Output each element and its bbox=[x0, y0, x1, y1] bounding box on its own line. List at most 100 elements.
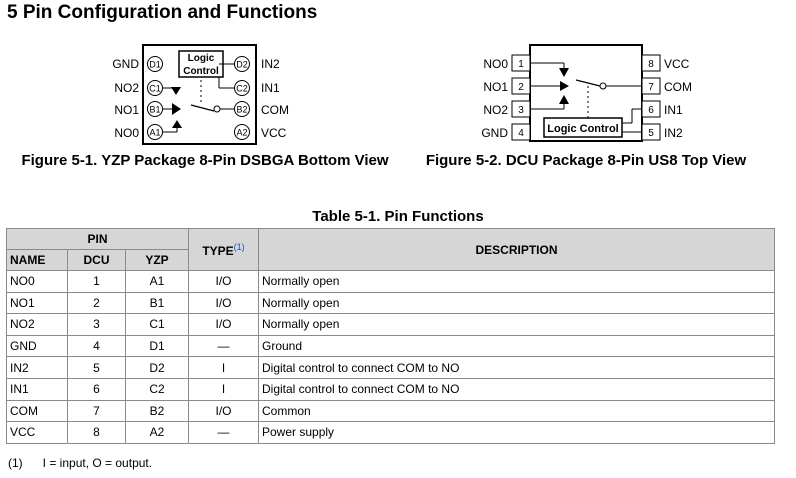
svg-text:NO0: NO0 bbox=[114, 126, 139, 140]
pin-description: Normally open bbox=[258, 291, 775, 315]
right-pin-in2: D2 IN2 bbox=[234, 56, 280, 72]
svg-text:IN2: IN2 bbox=[261, 57, 280, 71]
pin-name: GND bbox=[6, 334, 68, 358]
svg-text:6: 6 bbox=[648, 105, 654, 116]
switch-symbol bbox=[163, 63, 234, 133]
pin-name: NO1 bbox=[6, 291, 68, 315]
right-pin-7: 7 COM bbox=[641, 77, 692, 95]
svg-text:7: 7 bbox=[648, 82, 654, 93]
svg-text:8: 8 bbox=[648, 59, 654, 70]
logic-control-label: Logic Control bbox=[547, 123, 619, 135]
left-pin-no2: NO2 C1 bbox=[114, 80, 163, 96]
yzp-pin: D1 bbox=[125, 334, 189, 358]
svg-text:GND: GND bbox=[112, 57, 139, 71]
pin-type: I bbox=[188, 377, 259, 401]
svg-text:IN1: IN1 bbox=[261, 81, 280, 95]
pin-name: COM bbox=[6, 399, 68, 423]
svg-text:5: 5 bbox=[648, 128, 654, 139]
yzp-pin: A1 bbox=[125, 270, 189, 293]
right-pin-6: 6 IN1 bbox=[641, 100, 683, 118]
svg-text:GND: GND bbox=[481, 126, 508, 140]
svg-text:VCC: VCC bbox=[261, 126, 287, 140]
dcu-pin: 5 bbox=[67, 356, 126, 379]
pin-group-header: PIN bbox=[6, 228, 189, 250]
svg-text:NO1: NO1 bbox=[114, 103, 139, 117]
yzp-pinout-diagram: Logic Control GND D1 NO2 C1 NO1 B1 NO0 A… bbox=[112, 44, 289, 145]
pin-description: Ground bbox=[258, 334, 775, 358]
left-pin-1: NO0 1 bbox=[483, 54, 531, 72]
left-pin-4: GND 4 bbox=[481, 123, 531, 141]
right-pin-8: 8 VCC bbox=[641, 54, 690, 72]
description-header: DESCRIPTION bbox=[258, 228, 775, 271]
dcu-pinout-diagram: Logic Control NO0 1 NO1 2 NO2 3 GND 4 8 … bbox=[481, 44, 692, 142]
dcu-pin: 6 bbox=[67, 377, 126, 401]
svg-text:COM: COM bbox=[664, 80, 692, 94]
right-pin-vcc: A2 VCC bbox=[234, 124, 287, 140]
pin-type: — bbox=[188, 421, 259, 444]
pin-name: IN1 bbox=[6, 377, 68, 401]
yzp-pin: B2 bbox=[125, 399, 189, 423]
svg-text:D2: D2 bbox=[236, 60, 248, 70]
right-pin-in1: C2 IN1 bbox=[234, 80, 280, 96]
name-header: NAME bbox=[6, 249, 68, 271]
switch-symbol bbox=[530, 62, 642, 133]
table-header-row: PIN TYPE(1) DESCRIPTION bbox=[6, 228, 775, 271]
pin-type: I/O bbox=[188, 291, 259, 315]
svg-text:NO1: NO1 bbox=[483, 80, 508, 94]
footnote-text: I = input, O = output. bbox=[42, 456, 153, 470]
dcu-pin: 1 bbox=[67, 270, 126, 293]
left-pin-no1: NO1 B1 bbox=[114, 101, 163, 117]
dcu-pin: 3 bbox=[67, 313, 126, 336]
svg-text:NO0: NO0 bbox=[483, 57, 508, 71]
logic-label-bottom: Control bbox=[183, 66, 219, 77]
pin-name: NO0 bbox=[6, 270, 68, 293]
pin-type: I bbox=[188, 356, 259, 379]
yzp-pin: C2 bbox=[125, 377, 189, 401]
svg-text:1: 1 bbox=[518, 59, 524, 70]
svg-text:IN1: IN1 bbox=[664, 103, 683, 117]
left-pin-2: NO1 2 bbox=[483, 77, 531, 95]
svg-text:D1: D1 bbox=[149, 60, 161, 70]
type-header: TYPE(1) bbox=[188, 228, 259, 271]
right-pin-com: B2 COM bbox=[234, 101, 289, 117]
left-pin-gnd: GND D1 bbox=[112, 56, 163, 72]
pin-description: Normally open bbox=[258, 313, 775, 336]
svg-text:B1: B1 bbox=[149, 105, 160, 115]
svg-text:4: 4 bbox=[518, 128, 524, 139]
dcu-pin: 8 bbox=[67, 421, 126, 444]
left-pin-3: NO2 3 bbox=[483, 100, 531, 118]
pin-name: IN2 bbox=[6, 356, 68, 379]
figure-5-1-caption: Figure 5-1. YZP Package 8-Pin DSBGA Bott… bbox=[21, 152, 389, 169]
svg-text:C1: C1 bbox=[149, 84, 161, 94]
svg-text:IN2: IN2 bbox=[664, 126, 683, 140]
svg-text:A2: A2 bbox=[236, 128, 247, 138]
pin-description: Normally open bbox=[258, 270, 775, 293]
svg-text:NO2: NO2 bbox=[114, 81, 139, 95]
table-subheader-row: NAME DCU YZP bbox=[6, 249, 775, 271]
pin-description: Common bbox=[258, 399, 775, 423]
dcu-pin: 2 bbox=[67, 291, 126, 315]
left-pin-no0: NO0 A1 bbox=[114, 124, 163, 140]
pin-type: — bbox=[188, 334, 259, 358]
svg-text:3: 3 bbox=[518, 105, 524, 116]
type-footnote-link[interactable]: (1) bbox=[233, 241, 245, 252]
pin-description: Digital control to connect COM to NO bbox=[258, 356, 775, 379]
svg-text:C2: C2 bbox=[236, 84, 248, 94]
logic-label-top: Logic bbox=[188, 53, 215, 64]
pin-functions-table: PIN TYPE(1) DESCRIPTION NAME DCU YZP NO0… bbox=[6, 228, 775, 444]
pin-description: Digital control to connect COM to NO bbox=[258, 377, 775, 401]
svg-text:B2: B2 bbox=[236, 105, 247, 115]
dcu-header: DCU bbox=[67, 249, 126, 271]
dcu-pin: 7 bbox=[67, 399, 126, 423]
pin-type: I/O bbox=[188, 313, 259, 336]
dcu-pin: 4 bbox=[67, 334, 126, 358]
yzp-pin: A2 bbox=[125, 421, 189, 444]
